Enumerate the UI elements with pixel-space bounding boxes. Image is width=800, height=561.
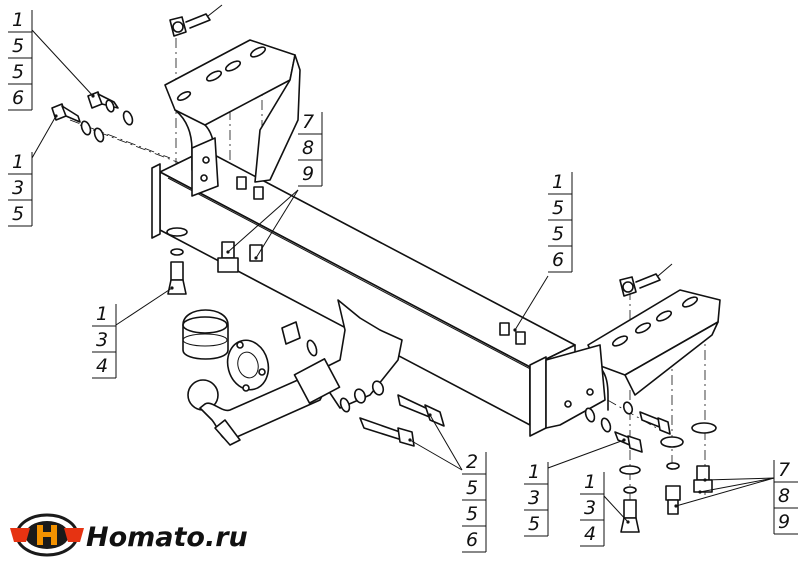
callout-number: 1 <box>584 471 596 493</box>
tow-ball <box>187 299 403 446</box>
callout-leader-dot <box>513 328 517 332</box>
callout-number: 1 <box>552 171 564 193</box>
callout-leader-dot <box>408 438 412 442</box>
left-bracket <box>164 39 301 197</box>
callout-number: 5 <box>12 35 24 57</box>
callout-number: 4 <box>96 355 108 377</box>
callout-leader <box>115 287 173 326</box>
callout-leader-dot <box>54 114 58 118</box>
callout-leader <box>227 189 299 253</box>
callout-number: 3 <box>584 497 596 519</box>
logo-h-bar <box>37 532 57 537</box>
callout-number: 1 <box>528 461 540 483</box>
callout-leader-dot <box>626 520 630 524</box>
right-bracket <box>545 289 721 429</box>
callout-leader <box>31 29 94 97</box>
homato-logo: Homato.ru <box>10 513 248 557</box>
callout-number: 2 <box>466 451 478 473</box>
callout-number: 6 <box>552 249 564 271</box>
callout-leader <box>429 414 463 471</box>
callout-c2: 1 3 5 <box>8 114 58 227</box>
callout-number: 3 <box>96 329 108 351</box>
callout-leader-dot <box>703 478 707 482</box>
callout-leader <box>704 477 775 481</box>
callout-c5: 1 3 4 <box>92 286 174 379</box>
callout-number: 6 <box>466 529 478 551</box>
callout-number: 1 <box>12 9 24 31</box>
callout-leader <box>514 275 549 331</box>
callout-number: 9 <box>778 511 790 533</box>
callout-number: 5 <box>12 203 24 225</box>
callout-number: 3 <box>528 487 540 509</box>
callout-number: 6 <box>12 87 24 109</box>
callout-leader-dot <box>226 250 230 254</box>
callout-leader-dot <box>170 286 174 290</box>
callout-number: 5 <box>466 503 478 525</box>
callout-leader-dot <box>622 438 626 442</box>
callout-number: 7 <box>302 111 314 133</box>
callout-number: 9 <box>302 163 314 185</box>
callout-number: 7 <box>778 459 790 481</box>
callout-leader-dot <box>698 490 702 494</box>
callout-leader-dot <box>91 94 95 98</box>
callout-leader <box>31 115 57 159</box>
bolt-left-upper <box>87 91 134 126</box>
callout-number: 1 <box>12 151 24 173</box>
tow-ball-cap <box>182 309 229 360</box>
callout-number: 8 <box>778 485 790 507</box>
callout-leader-dot <box>674 504 678 508</box>
callout-number: 5 <box>552 223 564 245</box>
wire-insert-right <box>619 263 673 297</box>
callout-c6: 2 5 5 6 <box>408 413 487 553</box>
electric-socket-plate <box>226 339 270 392</box>
callout-leader-dot <box>254 256 258 260</box>
callout-number: 5 <box>552 197 564 219</box>
callout-leader <box>409 439 463 471</box>
wire-insert-left <box>169 4 223 37</box>
callout-leader <box>603 495 629 523</box>
callout-c9: 7 8 9 <box>674 459 798 535</box>
callout-number: 1 <box>96 303 108 325</box>
callout-number: 5 <box>528 513 540 535</box>
callout-c7: 1 3 5 <box>524 438 626 537</box>
hitch-bolts <box>281 321 445 447</box>
callout-leader-dot <box>428 413 432 417</box>
callout-leader <box>547 439 625 469</box>
bolt-right-group <box>584 401 717 533</box>
callout-c8: 1 3 4 <box>580 471 630 547</box>
logo-text: Homato.ru <box>86 522 248 553</box>
callout-leader <box>255 189 299 259</box>
callout-number: 8 <box>302 137 314 159</box>
bolt-left-vertical <box>166 227 263 295</box>
callout-number: 3 <box>12 177 24 199</box>
callout-c3: 7 8 9 <box>226 111 323 260</box>
callout-number: 5 <box>466 477 478 499</box>
callout-leader <box>699 477 775 493</box>
bolt-left-lower <box>51 103 105 143</box>
callout-number: 4 <box>584 523 596 545</box>
logo-wing-left <box>10 528 30 542</box>
logo-wing-right <box>64 528 84 542</box>
callout-number: 5 <box>12 61 24 83</box>
callout-leader <box>675 477 775 507</box>
